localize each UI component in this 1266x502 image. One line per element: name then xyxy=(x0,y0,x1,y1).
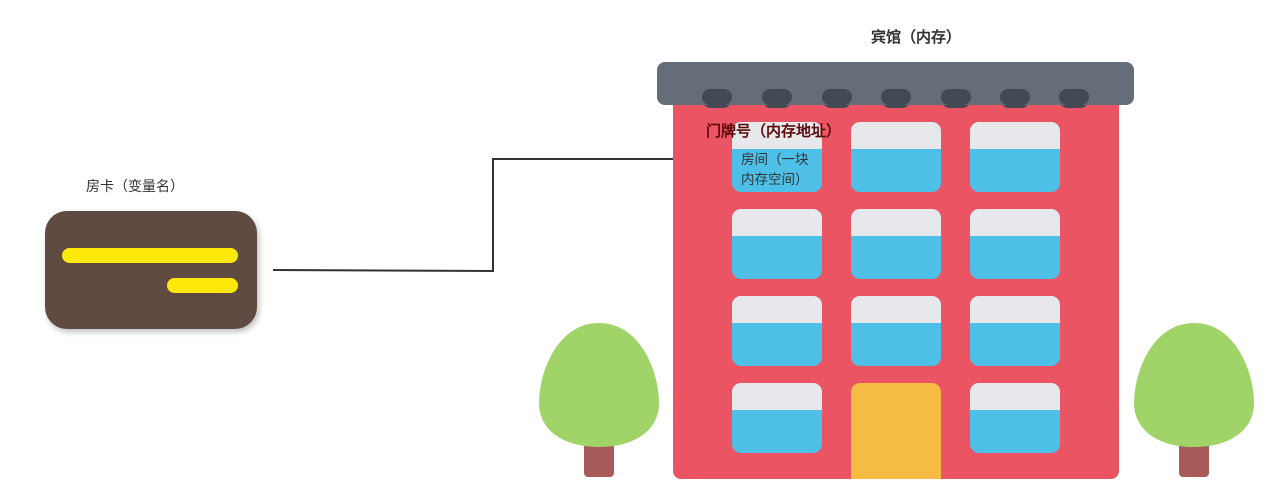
room-label-line-2: 内存空间） xyxy=(741,172,809,188)
left-tree xyxy=(539,323,659,477)
window xyxy=(970,383,1060,453)
hotel-label: 宾馆（内存） xyxy=(871,28,962,46)
room-card-body xyxy=(45,211,257,329)
room-card-stripe-long xyxy=(62,248,238,263)
pointer-arrow xyxy=(272,154,720,273)
tree-crown xyxy=(539,323,659,447)
window xyxy=(732,122,822,192)
window xyxy=(851,122,941,192)
room-card xyxy=(45,211,257,329)
window xyxy=(851,296,941,366)
window xyxy=(732,383,822,453)
room-label: 房间（一块 内存空间） xyxy=(741,150,809,190)
room-label-line-1: 房间（一块 xyxy=(741,152,809,168)
window xyxy=(732,296,822,366)
tree-trunk xyxy=(1179,437,1209,477)
tree-trunk xyxy=(584,437,614,477)
window xyxy=(970,296,1060,366)
room-card-label: 房卡（变量名） xyxy=(86,179,184,195)
window xyxy=(970,122,1060,192)
tree-crown xyxy=(1134,323,1254,447)
window xyxy=(970,209,1060,279)
hotel-building xyxy=(657,62,1134,479)
hotel-door xyxy=(851,383,941,479)
door-number-label: 门牌号（内存地址） xyxy=(706,122,842,140)
window xyxy=(732,209,822,279)
right-tree xyxy=(1134,323,1254,477)
room-card-stripe-short xyxy=(167,278,238,293)
window xyxy=(851,209,941,279)
roof-bump-caps xyxy=(702,89,1089,105)
